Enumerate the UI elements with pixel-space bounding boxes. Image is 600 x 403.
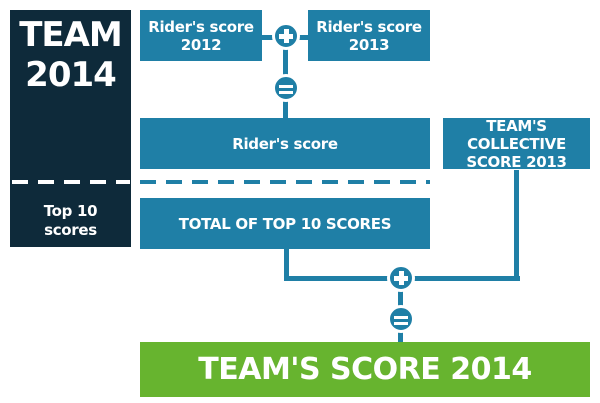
total-top10-box: TOTAL OF TOP 10 SCORES: [140, 198, 430, 249]
riders-score-label: Rider's score: [232, 134, 338, 153]
rider-score-2012-line1: Rider's score: [148, 17, 254, 36]
team-title-line1: TEAM: [19, 15, 123, 55]
equals-icon: [272, 74, 300, 102]
rider-score-2013-line2: 2013: [348, 35, 390, 54]
connector-right-down: [514, 170, 519, 281]
rider-score-2013-line1: Rider's score: [316, 17, 422, 36]
team-collective-line1: TEAM'S COLLECTIVE: [467, 116, 566, 153]
plus-icon: [387, 264, 415, 292]
equals-icon: [387, 305, 415, 333]
rider-score-2013-box: Rider's score 2013: [308, 10, 430, 61]
team-title-line2: 2014: [25, 55, 117, 95]
plus-icon: [272, 22, 300, 50]
top10-label-line1: Top 10: [43, 202, 98, 220]
rider-score-2012-box: Rider's score 2012: [140, 10, 262, 61]
riders-score-box: Rider's score: [140, 118, 430, 169]
rider-score-2012-line2: 2012: [180, 35, 222, 54]
top10-label-line2: scores: [44, 221, 97, 239]
total-top10-label: TOTAL OF TOP 10 SCORES: [178, 214, 392, 233]
team-collective-score-box: TEAM'S COLLECTIVE SCORE 2013: [443, 116, 590, 171]
team-2014-panel: [10, 10, 131, 247]
team-score-2014-box: TEAM'S SCORE 2014: [140, 342, 590, 397]
team-collective-line2: SCORE 2013: [466, 152, 567, 171]
team-score-2014-label: TEAM'S SCORE 2014: [198, 352, 532, 387]
connector-left-down: [284, 248, 289, 280]
